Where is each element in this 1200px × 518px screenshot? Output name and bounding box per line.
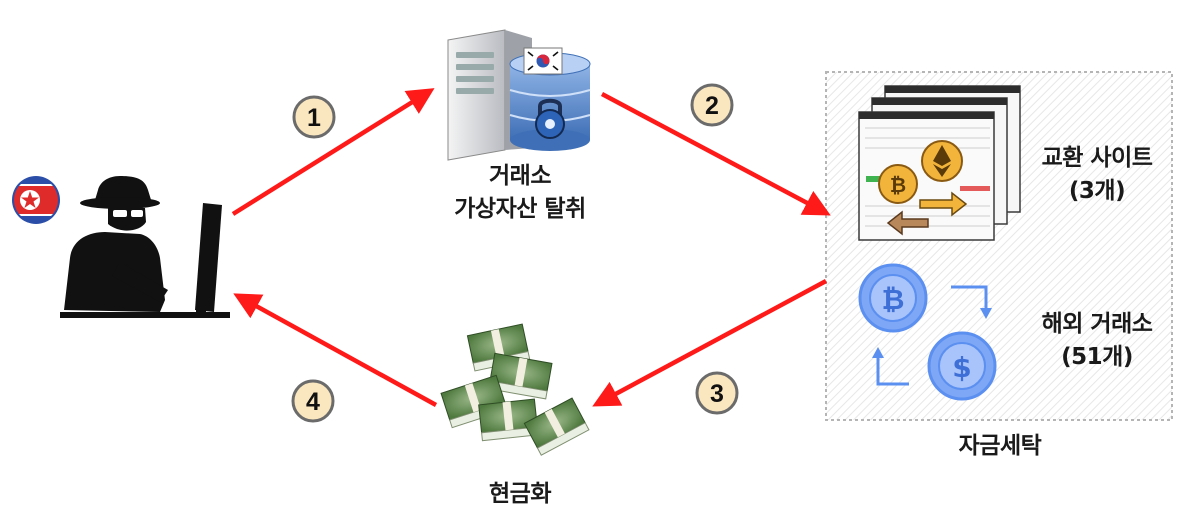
overseas-exchange-coins-icon: ₿ $ bbox=[858, 263, 997, 401]
step-badge-4: 4 bbox=[291, 379, 335, 423]
overseas-exchange-label: 해외 거래소 (51개) bbox=[1018, 308, 1176, 375]
arrow-4 bbox=[233, 293, 438, 407]
swap-sites-label: 교환 사이트 (3개) bbox=[1018, 142, 1176, 209]
swap-sites-label-line1: 교환 사이트 bbox=[1041, 145, 1153, 171]
arrow-1 bbox=[231, 88, 435, 216]
step-number-4: 4 bbox=[306, 388, 320, 416]
arrow-2 bbox=[600, 92, 831, 216]
hacker-at-computer-icon bbox=[60, 176, 230, 318]
south-korea-flag-icon bbox=[523, 47, 563, 75]
crypto-swap-sites-icon: ₿ bbox=[858, 85, 1021, 241]
flow-arrows bbox=[231, 88, 831, 407]
arrow-3 bbox=[592, 279, 828, 407]
svg-text:₿: ₿ bbox=[882, 283, 905, 316]
step-number-1: 1 bbox=[307, 104, 321, 132]
exchange-label-line2: 가상자산 탈취 bbox=[454, 196, 586, 223]
overseas-exchange-label-line2: (51개) bbox=[1061, 344, 1133, 371]
north-korea-flag-icon bbox=[12, 176, 60, 224]
svg-text:$: $ bbox=[952, 351, 971, 384]
laundering-title: 자금세탁 bbox=[958, 433, 1042, 459]
cash-stacks-icon bbox=[440, 323, 590, 456]
exchange-label: 거래소 가상자산 탈취 bbox=[420, 160, 620, 227]
svg-text:₿: ₿ bbox=[890, 173, 906, 197]
swap-sites-label-line2: (3개) bbox=[1068, 178, 1126, 205]
step-badge-1: 1 bbox=[292, 95, 336, 139]
cashout-label: 현금화 bbox=[489, 481, 551, 507]
exchange-server-database-icon bbox=[447, 29, 591, 161]
overseas-exchange-label-line1: 해외 거래소 bbox=[1041, 311, 1153, 337]
step-number-3: 3 bbox=[710, 380, 724, 408]
step-badge-2: 2 bbox=[690, 83, 734, 127]
step-number-2: 2 bbox=[705, 92, 719, 120]
step-badge-3: 3 bbox=[695, 371, 739, 415]
exchange-label-line1: 거래소 bbox=[489, 163, 551, 189]
